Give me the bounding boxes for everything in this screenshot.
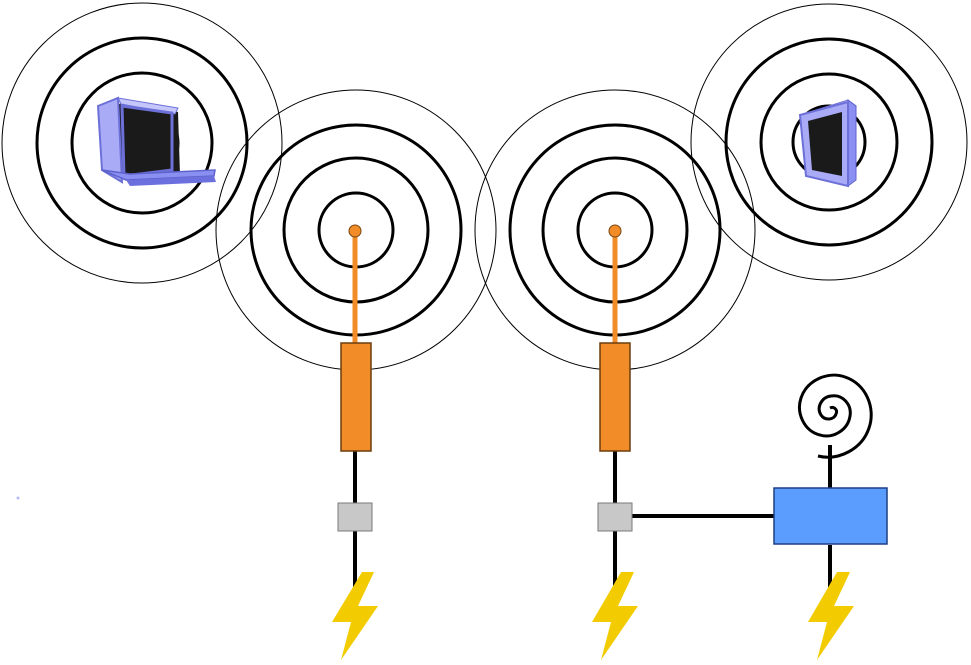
- monitor-icon[interactable]: [798, 99, 858, 188]
- ap-left-antenna-icon[interactable]: [340, 224, 372, 452]
- power-middle-lightning-bolt-icon: [592, 572, 638, 660]
- stray-dot: [16, 496, 20, 500]
- signal-ring: [35, 36, 249, 250]
- signal-ring: [70, 71, 214, 215]
- spiral-antenna-icon: [798, 373, 873, 459]
- bridge-device-icon[interactable]: [773, 487, 888, 545]
- injector-left-icon[interactable]: [337, 502, 373, 532]
- power-right-lightning-bolt-icon: [808, 572, 854, 660]
- signal-ring: [759, 72, 899, 212]
- signal-ring: [690, 3, 968, 281]
- cables: [353, 445, 832, 600]
- signal-ring: [724, 37, 934, 247]
- power-left-lightning-bolt-icon: [332, 572, 378, 660]
- laptop-icon[interactable]: [96, 96, 216, 186]
- monitor-signal-rings: [690, 3, 968, 281]
- ap-right-antenna-icon[interactable]: [599, 224, 631, 452]
- signal-ring: [1, 2, 283, 284]
- injector-right-icon[interactable]: [597, 502, 633, 532]
